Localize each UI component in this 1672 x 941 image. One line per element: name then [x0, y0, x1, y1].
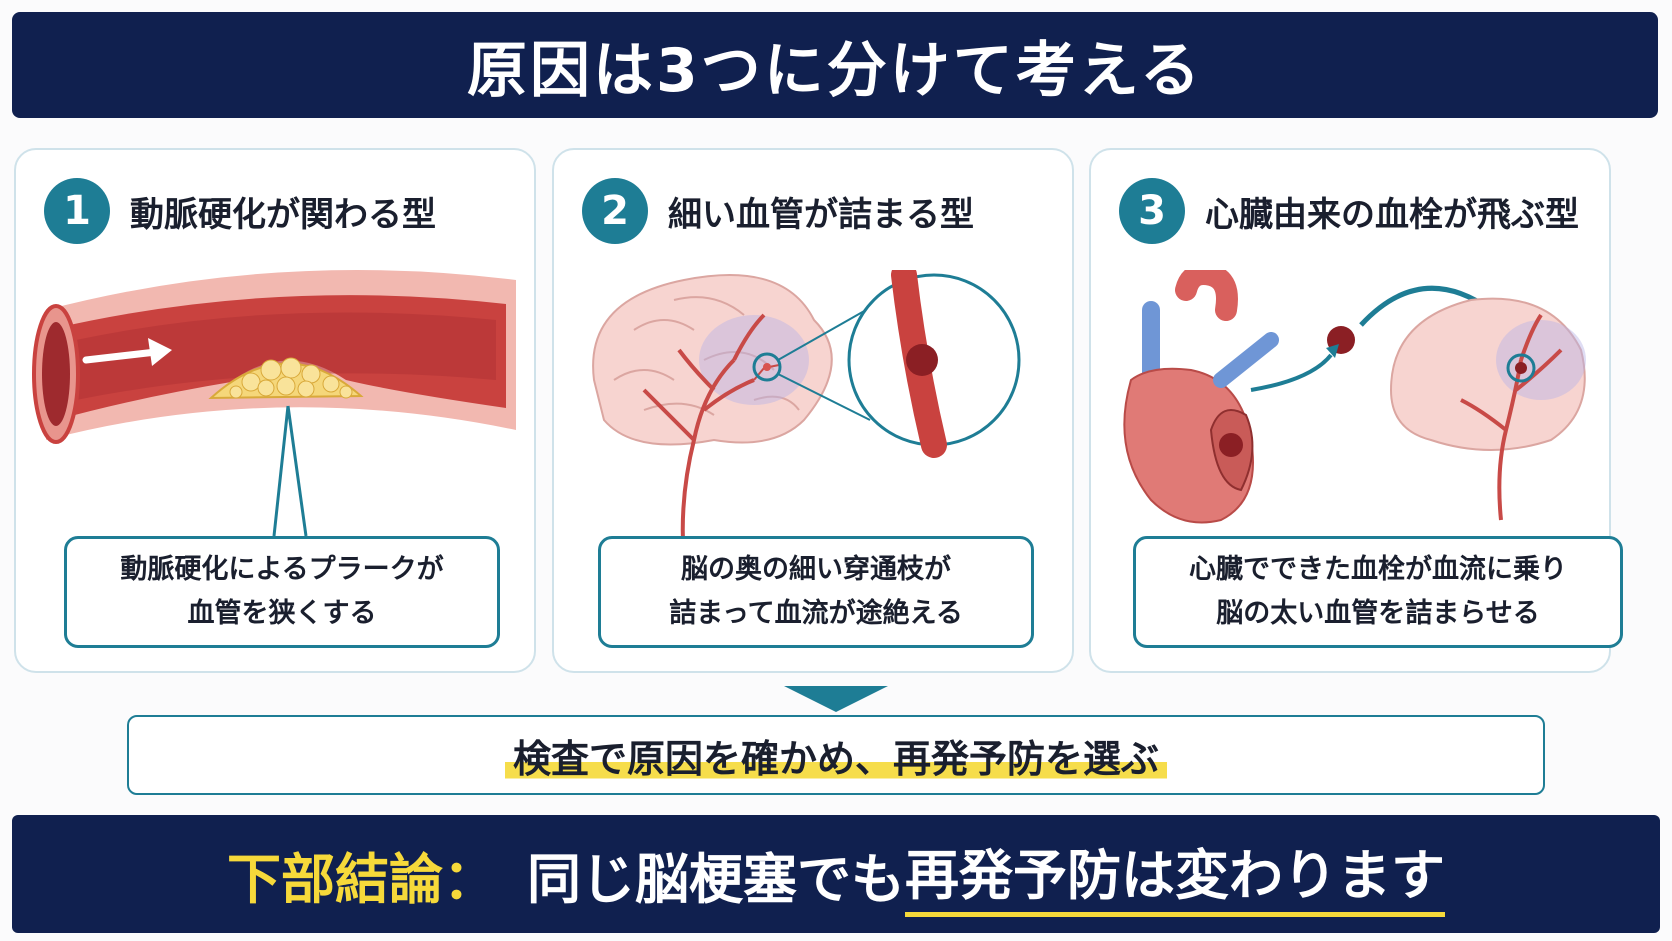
- panel-header: 1 動脈硬化が関わる型: [44, 178, 436, 244]
- number-badge: 1: [44, 178, 110, 244]
- panel-header: 2 細い血管が詰まる型: [582, 178, 974, 244]
- panel-heading: 心臓由来の血栓が飛ぶ型: [1205, 194, 1579, 235]
- page-title: 原因は3つに分けて考える: [467, 35, 1203, 106]
- panel-heading: 動脈硬化が関わる型: [130, 194, 436, 235]
- title-banner: 原因は3つに分けて考える: [12, 12, 1658, 118]
- caption-line-2: 脳の太い血管を詰まらせる: [1216, 598, 1540, 629]
- caption-line-2: 詰まって血流が途絶える: [669, 598, 963, 629]
- action-box: 検査で原因を確かめ、再発予防を選ぶ: [127, 715, 1545, 795]
- panel-header: 3 心臓由来の血栓が飛ぶ型: [1119, 178, 1579, 244]
- caption-line-1: 心臓でできた血栓が血流に乗り: [1189, 554, 1567, 585]
- conclusion-emphasis: 再発予防は変わります: [905, 831, 1445, 917]
- brain-small-vessel-illustration: [592, 270, 1021, 561]
- conclusion-label: 下部結論：: [227, 847, 497, 911]
- cause-panel-cardioembolic: 3 心臓由来の血栓が飛ぶ型 心臓でできた血栓が血流に乗り 脳の太い血管を詰まらせ…: [1089, 148, 1623, 673]
- artery-plaque-illustration: [32, 270, 516, 537]
- caption-line-1: 動脈硬化によるプラークが: [120, 554, 444, 585]
- panel-heading: 細い血管が詰まる型: [668, 194, 974, 235]
- caption-box: 脳の奥の細い穿通枝が 詰まって血流が途絶える: [598, 536, 1034, 648]
- cause-panel-small-vessel: 2 細い血管が詰まる型 脳の奥の細い穿通枝が 詰まって血流が途絶える: [552, 148, 1074, 673]
- caption-line-1: 脳の奥の細い穿通枝が: [681, 554, 951, 585]
- arrow-down-icon: [784, 686, 888, 712]
- conclusion-banner: 下部結論： 同じ脳梗塞でも 再発予防は変わります: [12, 815, 1660, 933]
- caption-line-2: 血管を狭くする: [187, 598, 377, 629]
- cause-panel-atherosclerosis: 1 動脈硬化が関わる型 動脈硬化によるプラークが 血管を狭くする: [14, 148, 536, 673]
- number-badge: 2: [582, 178, 648, 244]
- caption-box: 動脈硬化によるプラークが 血管を狭くする: [64, 536, 500, 648]
- caption-box: 心臓でできた血栓が血流に乗り 脳の太い血管を詰まらせる: [1133, 536, 1623, 648]
- action-text: 検査で原因を確かめ、再発予防を選ぶ: [504, 727, 1167, 783]
- number-badge: 3: [1119, 178, 1185, 244]
- heart-embolus-illustration: [1123, 270, 1586, 524]
- conclusion-text: 同じ脳梗塞でも: [527, 847, 905, 911]
